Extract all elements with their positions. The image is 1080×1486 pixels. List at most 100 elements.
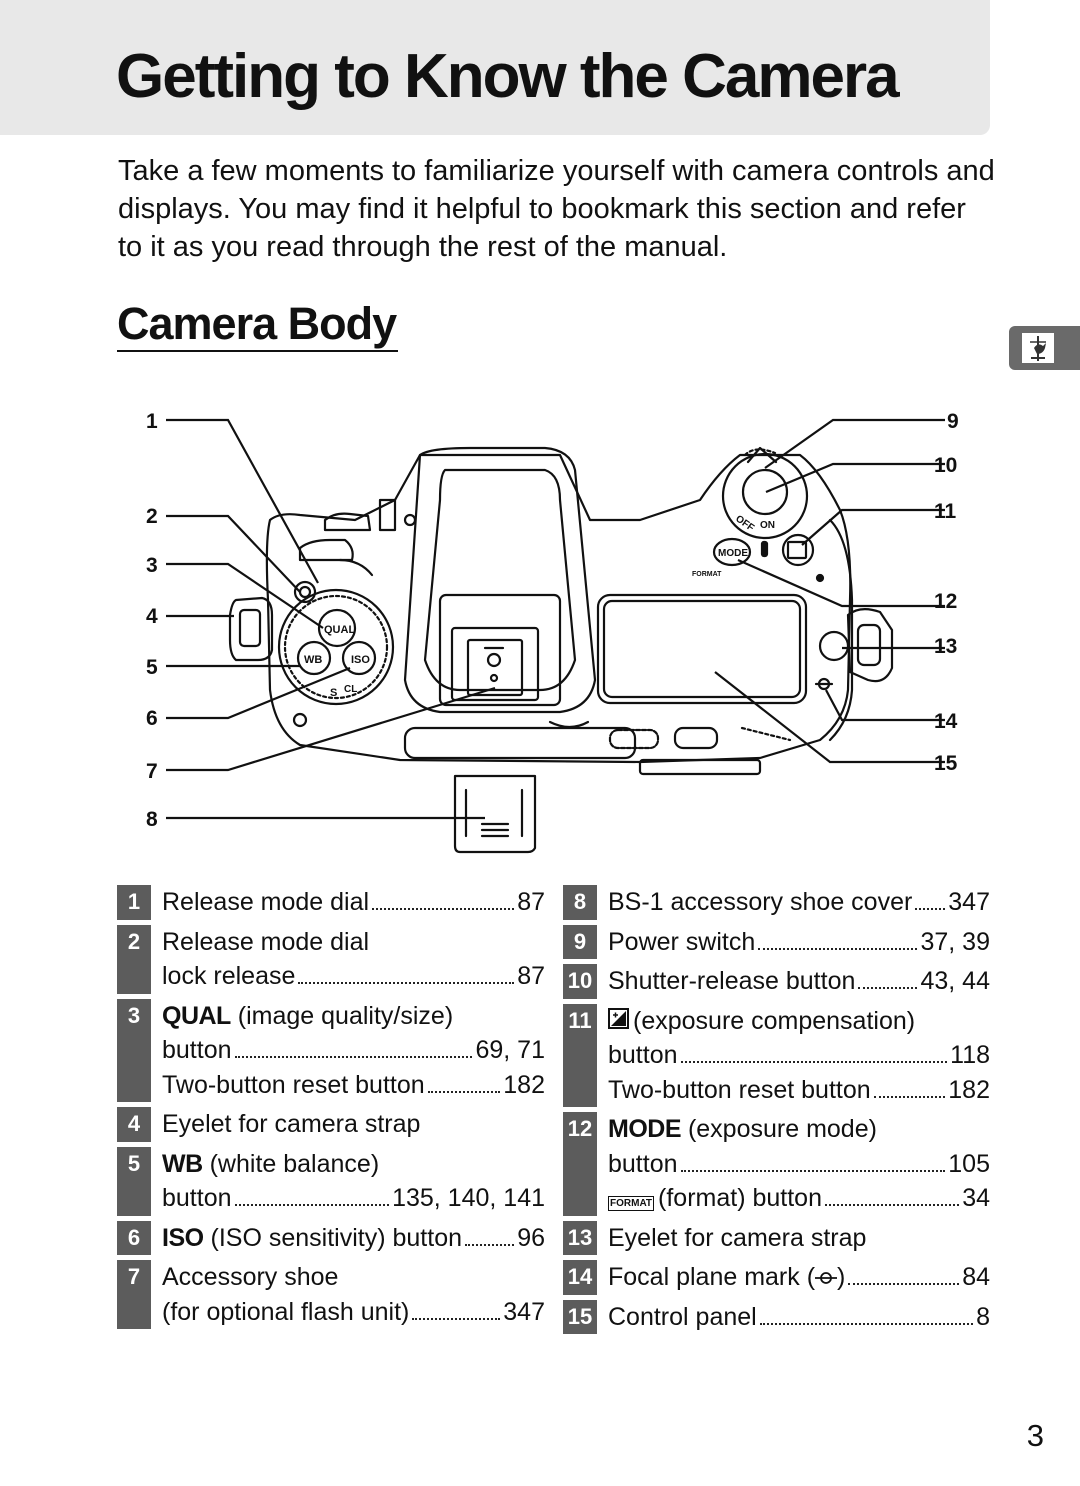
legend-number: 14 — [563, 1260, 597, 1295]
callout-5: 5 — [146, 656, 158, 679]
page-ref[interactable]: 43, 44 — [920, 967, 990, 995]
exposure-compensation-icon — [608, 1007, 629, 1029]
off-label: OFF — [733, 513, 756, 533]
page-ref[interactable]: 87 — [517, 962, 545, 990]
section-title: Camera Body — [117, 298, 399, 352]
leader-3 — [166, 562, 324, 629]
leader-7 — [166, 686, 496, 772]
camera-body-diagram: QUAL WB ISO MODE OFF ON S CL FORMAT 1 2 … — [146, 410, 959, 854]
legend-text: Eyelet for camera strap — [608, 1223, 867, 1252]
page-ref[interactable]: 347 — [503, 1297, 545, 1326]
legend-text: Release mode dial — [162, 927, 370, 956]
legend-text: ) — [837, 1263, 846, 1291]
page-ref[interactable]: 8 — [976, 1302, 990, 1331]
legend-number: 13 — [563, 1220, 597, 1255]
intro-paragraph: Take a few moments to familiarize yourse… — [118, 155, 995, 263]
page-ref[interactable]: 84 — [962, 1263, 990, 1291]
legend-text: BS-1 accessory shoe cover — [608, 888, 913, 916]
legend-text: button — [162, 1184, 232, 1212]
callout-12: 12 — [934, 590, 957, 613]
accessory-shoe — [450, 626, 540, 702]
legend-text: Control panel — [608, 1302, 757, 1331]
legend-text: button — [608, 1041, 678, 1069]
legend-text: (ISO sensitivity) button — [210, 1223, 463, 1252]
page-ref[interactable]: 96 — [517, 1223, 545, 1252]
legend-text: Two-button reset button — [162, 1070, 425, 1099]
leader-1 — [166, 418, 319, 584]
leader-14 — [825, 689, 945, 722]
page-ref[interactable]: 135, 140, 141 — [392, 1184, 545, 1212]
chapter-tab[interactable] — [1009, 326, 1080, 370]
focal-plane-icon — [815, 1260, 838, 1284]
page-ref[interactable]: 34 — [962, 1184, 990, 1212]
legend-number: 1 — [117, 885, 151, 920]
eyepiece-window — [438, 593, 562, 707]
mode-keyword: MODE — [608, 1115, 682, 1143]
format-icon: FORMAT — [608, 1196, 655, 1211]
legend-text: Two-button reset button — [608, 1075, 871, 1104]
power-switch-lever — [746, 446, 778, 464]
callout-3: 3 — [146, 554, 158, 577]
callout-1: 1 — [146, 410, 158, 433]
leader-6 — [166, 666, 351, 720]
page-ref[interactable]: 105 — [948, 1149, 990, 1178]
camera-body-outline — [265, 453, 852, 764]
qual-keyword: QUAL — [162, 1001, 231, 1030]
legend-item-3: 3 QUAL (image quality/size) button 69, 71… — [117, 998, 545, 1102]
callout-7: 7 — [146, 760, 158, 783]
cl-label: CL — [344, 684, 357, 695]
legend-text: lock release — [162, 962, 296, 990]
legend-number: 11 — [563, 1003, 597, 1107]
page-ref[interactable]: 69, 71 — [475, 1036, 545, 1064]
format-label: FORMAT — [692, 571, 722, 578]
legend-text: Eyelet for camera strap — [162, 1110, 421, 1138]
iso-button — [341, 640, 377, 676]
legend-number: 7 — [117, 1260, 151, 1329]
page-ref[interactable]: 182 — [948, 1075, 990, 1104]
legend-text: button — [162, 1036, 232, 1064]
callout-2: 2 — [146, 505, 158, 528]
title-band — [0, 0, 990, 135]
legend-number: 6 — [117, 1220, 151, 1255]
page-number: 3 — [1026, 1418, 1044, 1453]
qual-button — [317, 608, 357, 648]
wb-keyword: WB — [162, 1149, 203, 1178]
legend-number: 9 — [563, 924, 597, 959]
leader-9 — [764, 418, 945, 469]
legend-left-column: 1 Release mode dial 87 2 Release mode dia… — [117, 885, 545, 1334]
legend-text: Focal plane mark ( — [608, 1263, 816, 1291]
leader-12 — [737, 558, 945, 608]
legend-number: 3 — [117, 998, 151, 1102]
legend-text: (format) button — [658, 1184, 822, 1212]
legend-text: Accessory shoe — [162, 1263, 339, 1291]
weathervane-icon — [1022, 333, 1054, 363]
page-ref[interactable]: 347 — [948, 888, 990, 916]
page-ref[interactable]: 118 — [950, 1041, 990, 1069]
legend-item-8: 8 BS-1 accessory shoe cover 347 — [563, 885, 990, 920]
legend-text: (image quality/size) — [237, 1001, 454, 1030]
legend-text: (white balance) — [209, 1149, 380, 1178]
callout-6: 6 — [146, 707, 158, 730]
callout-11: 11 — [934, 500, 957, 523]
callout-8: 8 — [146, 808, 158, 831]
right-strap-eyelet — [846, 608, 894, 683]
legend-number: 2 — [117, 924, 151, 994]
s-label: S — [330, 687, 337, 699]
wb-button — [296, 640, 332, 676]
iso-keyword: ISO — [162, 1223, 204, 1252]
legend-text: (for optional flash unit) — [162, 1297, 410, 1326]
page-ref[interactable]: 37, 39 — [920, 927, 990, 956]
legend-number: 8 — [563, 885, 597, 920]
callout-4: 4 — [146, 605, 158, 628]
legend-text: Release mode dial — [162, 888, 370, 916]
legend-number: 4 — [117, 1107, 151, 1142]
callout-14: 14 — [934, 710, 958, 733]
page-ref[interactable]: 182 — [503, 1070, 545, 1099]
page-ref[interactable]: 87 — [517, 888, 545, 916]
left-strap-eyelet — [228, 596, 274, 662]
